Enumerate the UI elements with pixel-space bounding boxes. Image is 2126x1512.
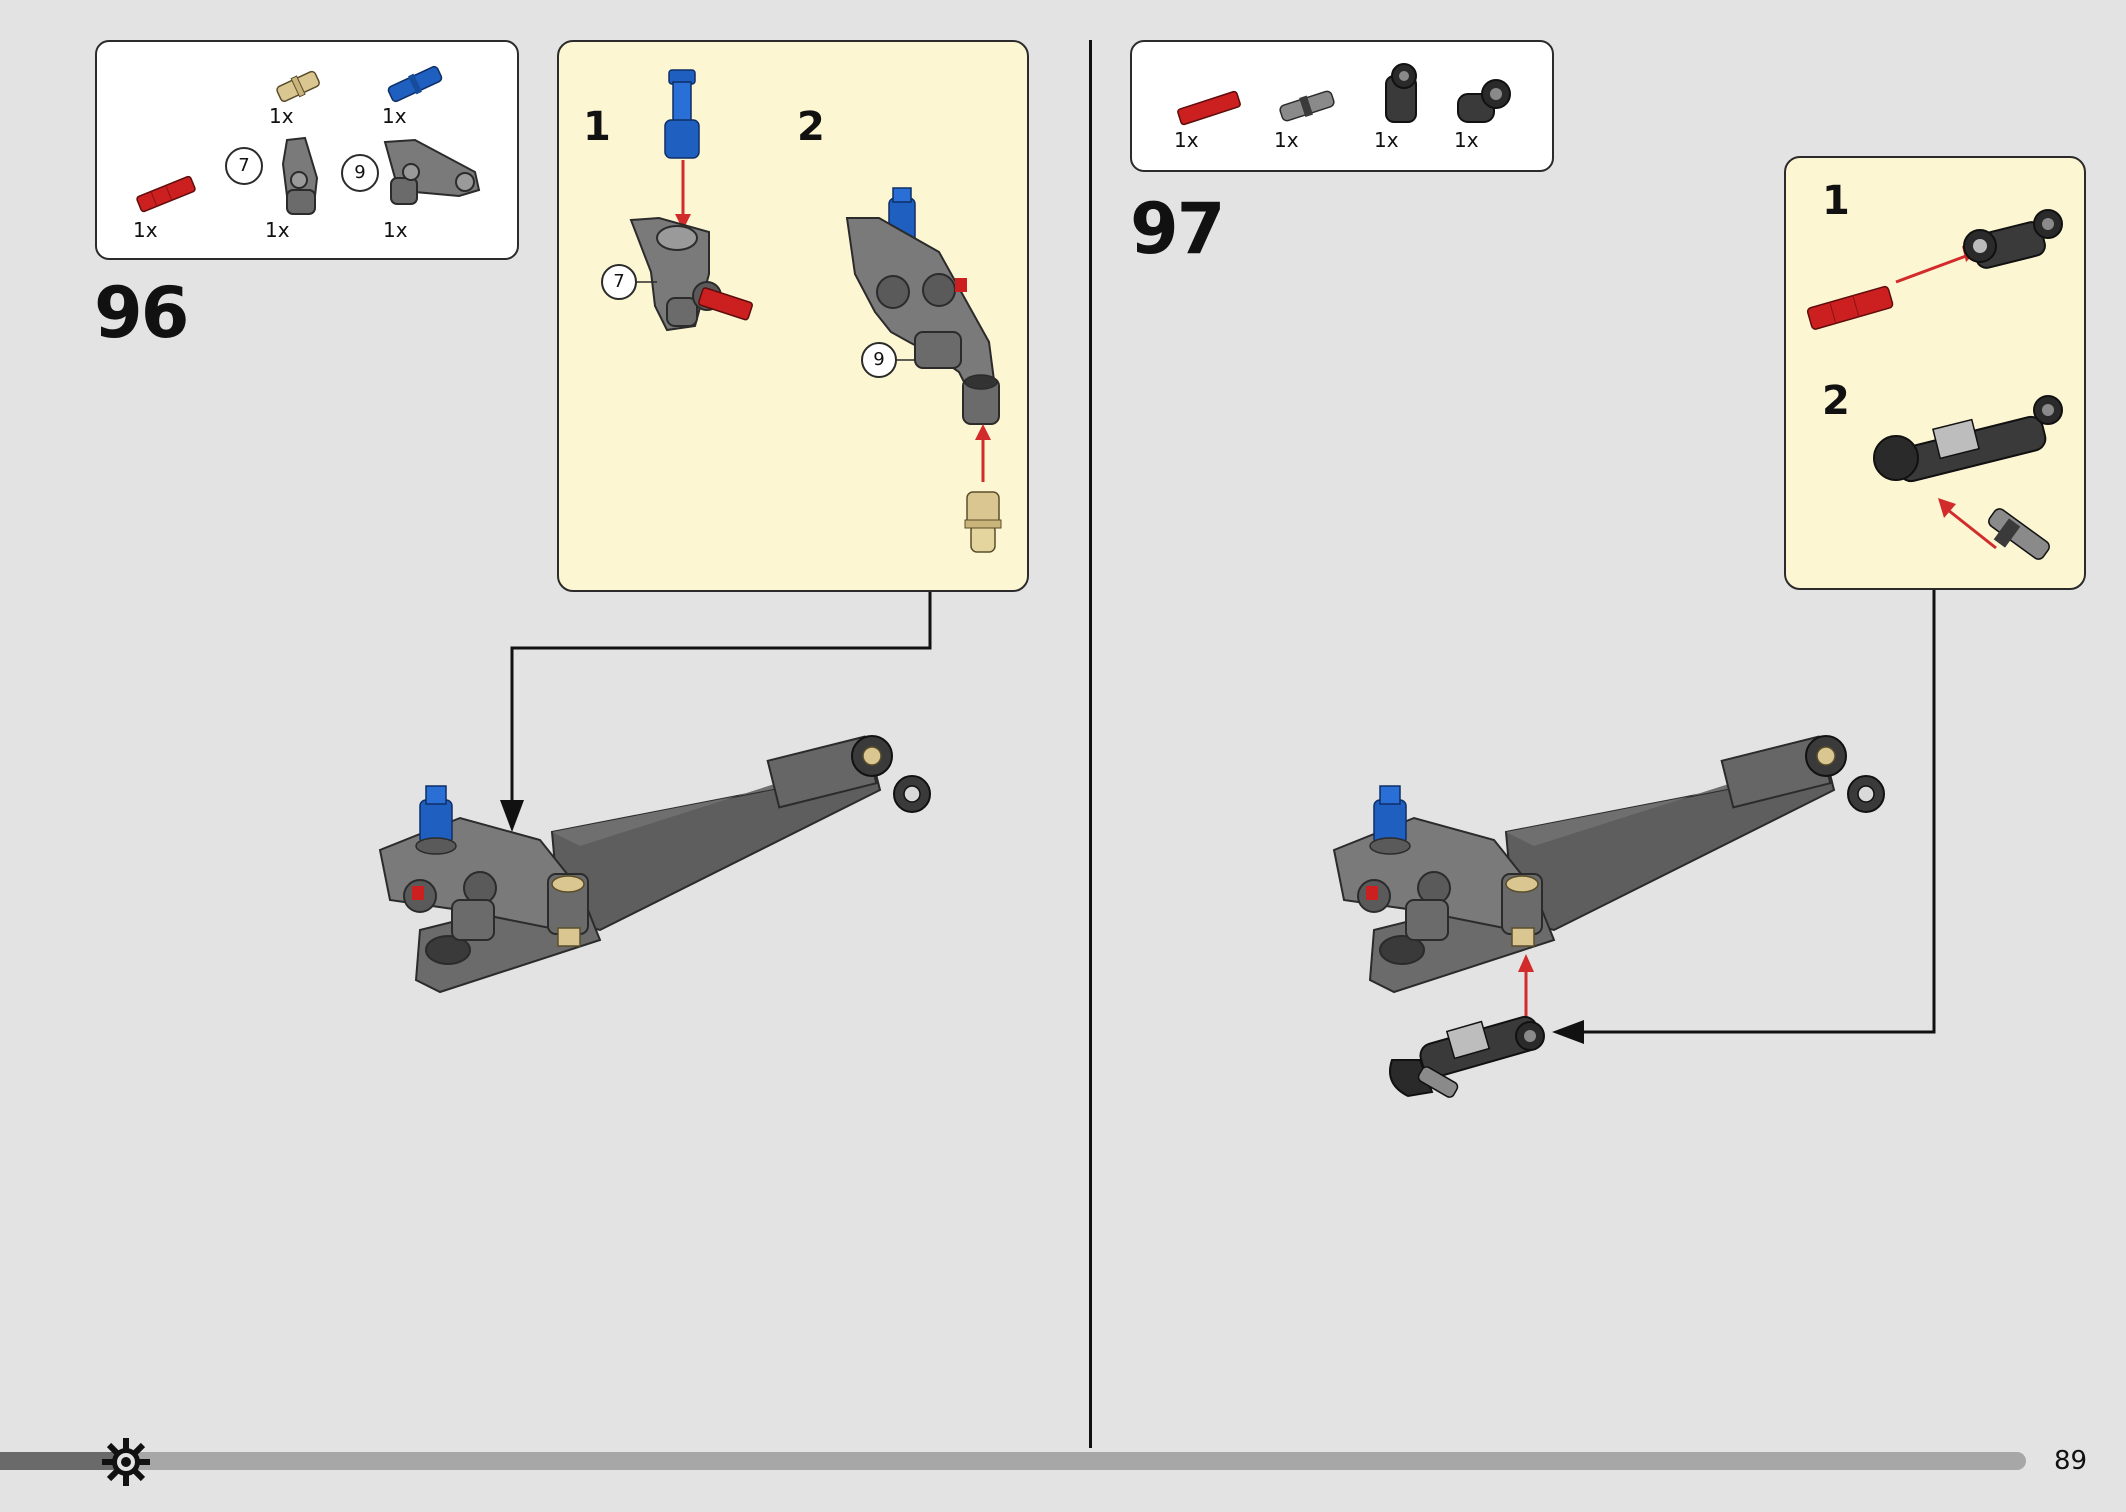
substep1-assembly [601,69,1002,553]
step97-parts-list: 1x 1x 1x 1x [1130,40,1554,172]
step96-number: 96 [94,272,189,354]
substep-number: 2 [1822,378,1850,424]
part-qty: 1x [1174,128,1199,152]
part-qty: 1x [382,104,407,128]
part-qty: 1x [383,218,408,242]
page-number: 89 [2054,1446,2088,1476]
callout-circle-7: 7 [225,147,263,185]
part-qty: 1x [133,218,158,242]
step97-submodel-drawings [1806,209,2063,560]
step96-submodel-box: 1 2 [557,40,1029,592]
part-qty: 1x [1454,128,1479,152]
progress-track [0,1452,2026,1470]
substep-number: 1 [583,104,611,150]
tan-pin-icon [276,70,320,102]
red-axle-icon [136,175,196,213]
black-angle-connector-icon [1457,79,1511,123]
black-connector-icon [1385,63,1417,123]
callout-label: 7 [613,271,625,292]
part-qty: 1x [1374,128,1399,152]
page-divider [1089,40,1092,1448]
part-qty: 1x [269,104,294,128]
callout-circle-9: 9 [341,154,379,192]
red-axle-icon [1177,90,1241,126]
step96-parts-list: 1x 1x 1x 7 1x [95,40,519,260]
substep-number: 1 [1822,178,1850,224]
substep-number: 2 [797,104,825,150]
gray-connector-9-icon [383,138,481,205]
progress-fill [0,1452,128,1470]
part-qty: 1x [1274,128,1299,152]
gear-icon [102,1438,150,1486]
part-qty: 1x [265,218,290,242]
step97-submodel-box: 1 2 [1784,156,2086,590]
gray-pin-icon [1279,90,1335,122]
callout-label: 9 [873,349,885,370]
gray-connector-7-icon [281,136,319,215]
blue-axle-pin-icon [387,65,443,103]
step97-number: 97 [1130,188,1225,270]
